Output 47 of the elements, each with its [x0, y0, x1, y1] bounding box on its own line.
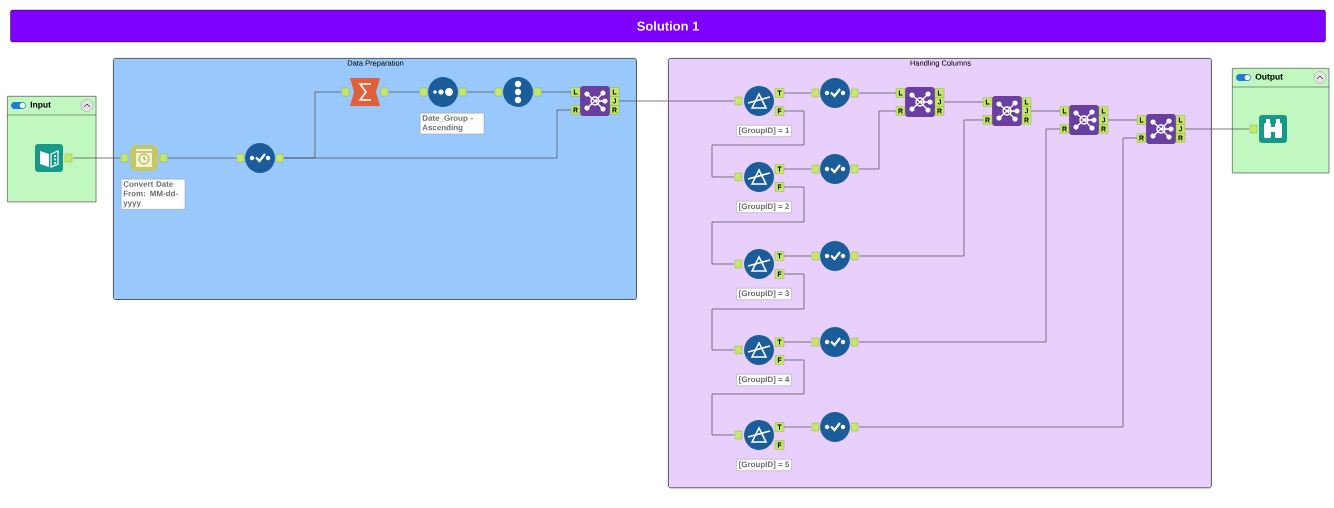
connection-line — [783, 255, 812, 257]
connection-line — [858, 128, 1061, 343]
connection-line — [1184, 128, 1250, 130]
select-tool-icon — [820, 154, 850, 184]
connection-line — [783, 168, 812, 170]
browse-tool-icon — [1259, 115, 1287, 143]
connection-line — [783, 426, 812, 428]
join-tool-icon — [992, 96, 1022, 126]
connection-line — [783, 341, 812, 343]
connection-line — [858, 92, 897, 94]
select-tool-icon — [820, 78, 850, 108]
connection-line — [167, 157, 237, 159]
join-tool-icon — [1069, 105, 1099, 135]
connection-line — [858, 137, 1138, 428]
join-tool-icon — [580, 86, 610, 116]
connection-line — [858, 119, 984, 257]
summarize-tool-icon — [350, 78, 380, 106]
title-banner: Solution 1 — [10, 9, 1326, 43]
connection-line — [1030, 110, 1061, 112]
connection-line — [466, 91, 495, 93]
select-tool-icon — [820, 327, 850, 357]
filter-tool-icon — [744, 249, 774, 279]
connection-line — [388, 91, 420, 93]
sort-tool-icon — [428, 77, 458, 107]
select-tool-icon — [820, 412, 850, 442]
filter-tool-icon — [744, 420, 774, 450]
filter-tool-icon — [744, 86, 774, 116]
connection-line — [283, 109, 572, 159]
connection-line — [711, 359, 805, 436]
input-tool-icon — [35, 144, 63, 172]
select-tool-icon — [245, 143, 275, 173]
connection-line — [943, 101, 984, 103]
connection-line — [618, 100, 735, 102]
filter-tool-icon — [744, 335, 774, 365]
connection-line — [858, 110, 897, 170]
connection-line — [711, 186, 805, 265]
connection-line — [72, 157, 121, 159]
join-tool-icon — [905, 87, 935, 117]
join-tool-icon — [1146, 114, 1176, 144]
connection-line — [1107, 119, 1138, 121]
connection-line — [711, 110, 805, 178]
connection-line — [541, 91, 572, 93]
record-id-tool-icon — [503, 77, 533, 107]
select-tool-icon — [820, 241, 850, 271]
connection-line — [783, 92, 812, 94]
connection-line — [711, 273, 805, 351]
filter-tool-icon — [744, 162, 774, 192]
